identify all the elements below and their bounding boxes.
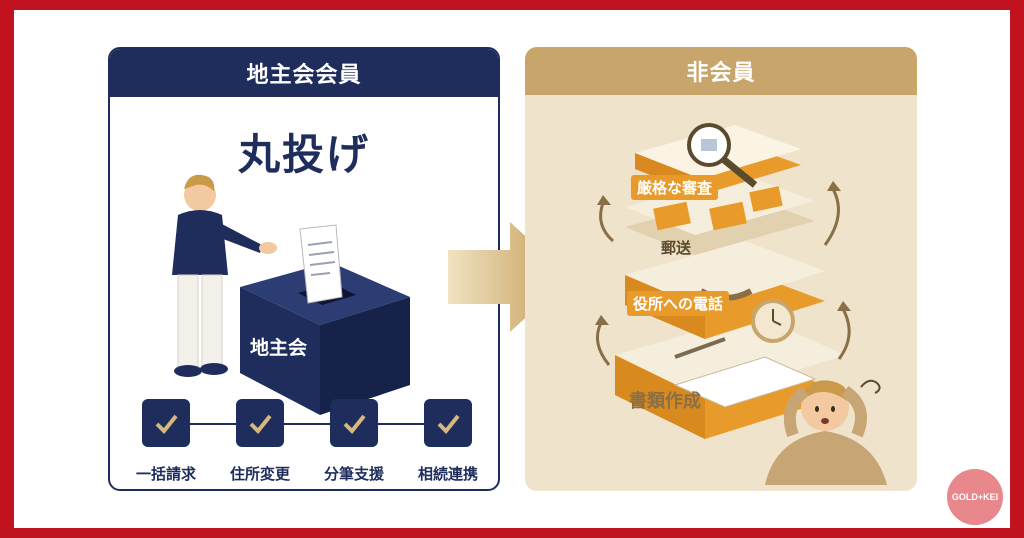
member-panel-header: 地主会会員 [110, 49, 498, 97]
service-steps: 一括請求 住所変更 分筆支援 相続連携 [126, 387, 486, 483]
ballot-box [240, 224, 410, 415]
stressed-person-figure [765, 379, 887, 485]
task-document-preparation: 書類作成 [629, 391, 701, 412]
non-member-panel-header: 非会員 [525, 47, 917, 95]
step-label: 住所変更 [229, 465, 290, 483]
non-member-panel: 非会員 [525, 47, 917, 491]
ballot-box-label: 地主会 [250, 337, 308, 359]
check-icon [142, 399, 190, 447]
headline-marunage: 丸投げ [238, 130, 371, 179]
task-mailing: 郵送 [661, 239, 692, 257]
task-office-phone-call: 役所への電話 [627, 291, 730, 316]
step-address-change: 住所変更 [222, 387, 298, 484]
step-label: 相続連携 [417, 465, 478, 483]
person-figure [172, 174, 277, 377]
check-icon [424, 399, 472, 447]
task-strict-review: 厳格な審査 [631, 175, 719, 200]
step-label: 分筆支援 [323, 465, 384, 483]
step-bulk-billing: 一括請求 [128, 387, 204, 484]
check-icon [236, 399, 284, 447]
step-inheritance-link: 相続連携 [410, 387, 486, 484]
steps-connector [166, 423, 446, 425]
brand-badge: GOLD+KEI [947, 469, 1003, 525]
step-subdivision-support: 分筆支援 [316, 387, 392, 484]
member-panel: 地主会会員 [108, 47, 500, 491]
step-label: 一括請求 [135, 465, 196, 483]
member-illustration [172, 174, 410, 415]
check-icon [330, 399, 378, 447]
member-panel-body: 丸投げ 地主会 一括請求 住所変更 分筆支援 [110, 97, 498, 489]
